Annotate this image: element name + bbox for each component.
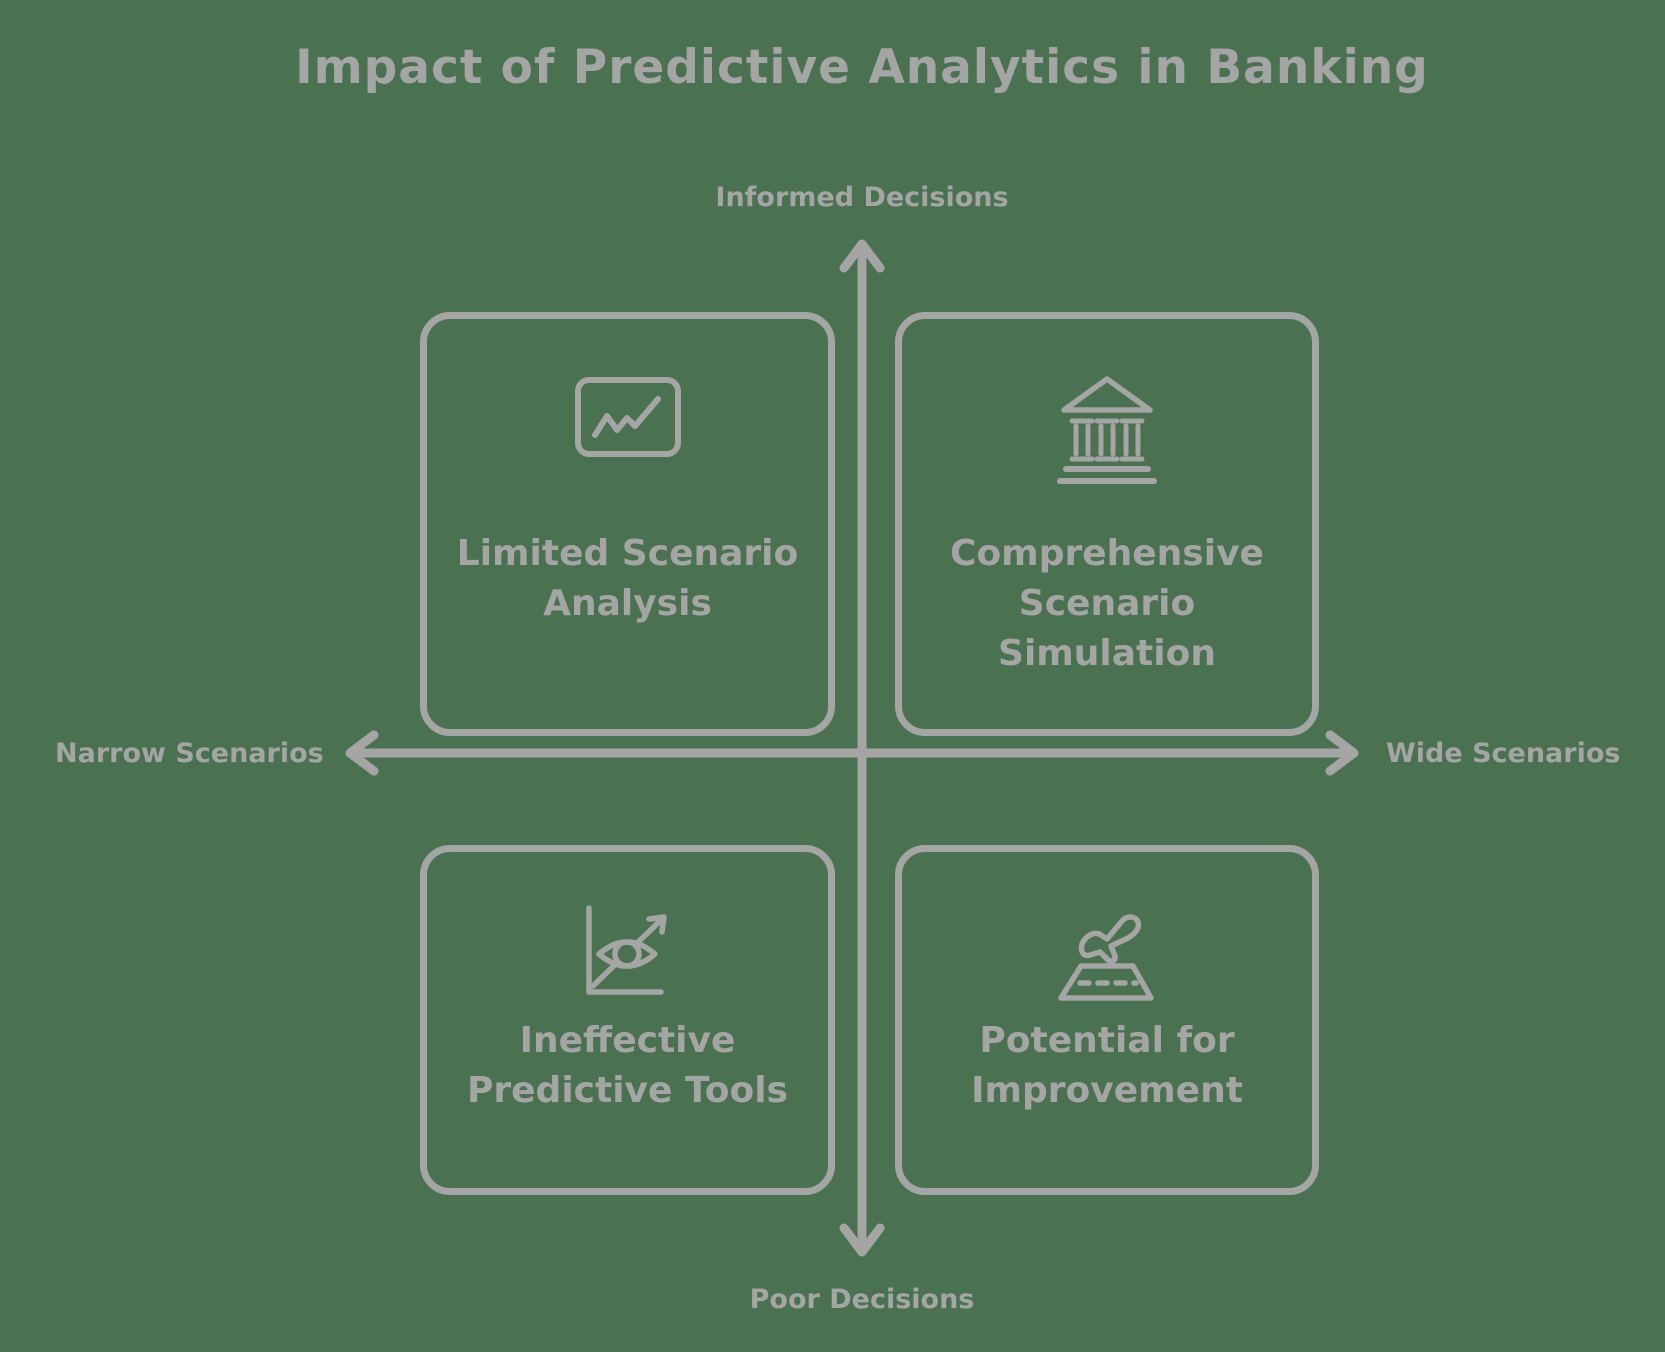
quadrant-label: Potential for Improvement (971, 1020, 1243, 1111)
quadrant-ineffective-predictive-tools: Ineffective Predictive Tools (420, 845, 835, 1195)
axis-label-informed-decisions: Informed Decisions (715, 182, 1009, 213)
chart-presentation-icon (574, 377, 681, 457)
runway-ramp (1058, 963, 1154, 1001)
bank-icon (1057, 376, 1157, 484)
axis-label-narrow-scenarios: Narrow Scenarios (55, 738, 324, 769)
quadrant-label: Ineffective Predictive Tools (467, 1020, 788, 1111)
eye-outline (595, 939, 658, 969)
plane-outline (1078, 914, 1142, 964)
chart-board-frame (574, 377, 681, 457)
chart-zigzag-line (591, 396, 661, 438)
axes-l-shape (585, 905, 664, 995)
trend-arrowhead (645, 914, 667, 935)
x-axis-arrowhead-right-icon (1325, 730, 1359, 776)
y-axis-arrowhead-up-icon (839, 239, 885, 273)
quadrant-label: Comprehensive Scenario Simulation (950, 533, 1264, 674)
y-axis-arrowhead-down-icon (839, 1223, 885, 1257)
bank-pediment (1061, 376, 1153, 413)
bank-columns (1069, 418, 1145, 462)
plane-takeoff-icon (1058, 914, 1154, 1001)
axis-label-wide-scenarios: Wide Scenarios (1386, 738, 1621, 769)
x-axis-arrowhead-left-icon (345, 730, 379, 776)
quadrant-potential-for-improvement: Potential for Improvement (895, 845, 1319, 1195)
axis-label-poor-decisions: Poor Decisions (749, 1284, 975, 1315)
eye-forecast-icon (585, 905, 667, 995)
page-title: Impact of Predictive Analytics in Bankin… (295, 40, 1429, 95)
eye-pupil (611, 939, 642, 969)
quadrant-comprehensive-scenario-simulation: Comprehensive Scenario Simulation (895, 312, 1319, 736)
quadrant-label: Limited Scenario Analysis (456, 533, 799, 624)
quadrant-limited-scenario-analysis: Limited Scenario Analysis (420, 312, 835, 736)
